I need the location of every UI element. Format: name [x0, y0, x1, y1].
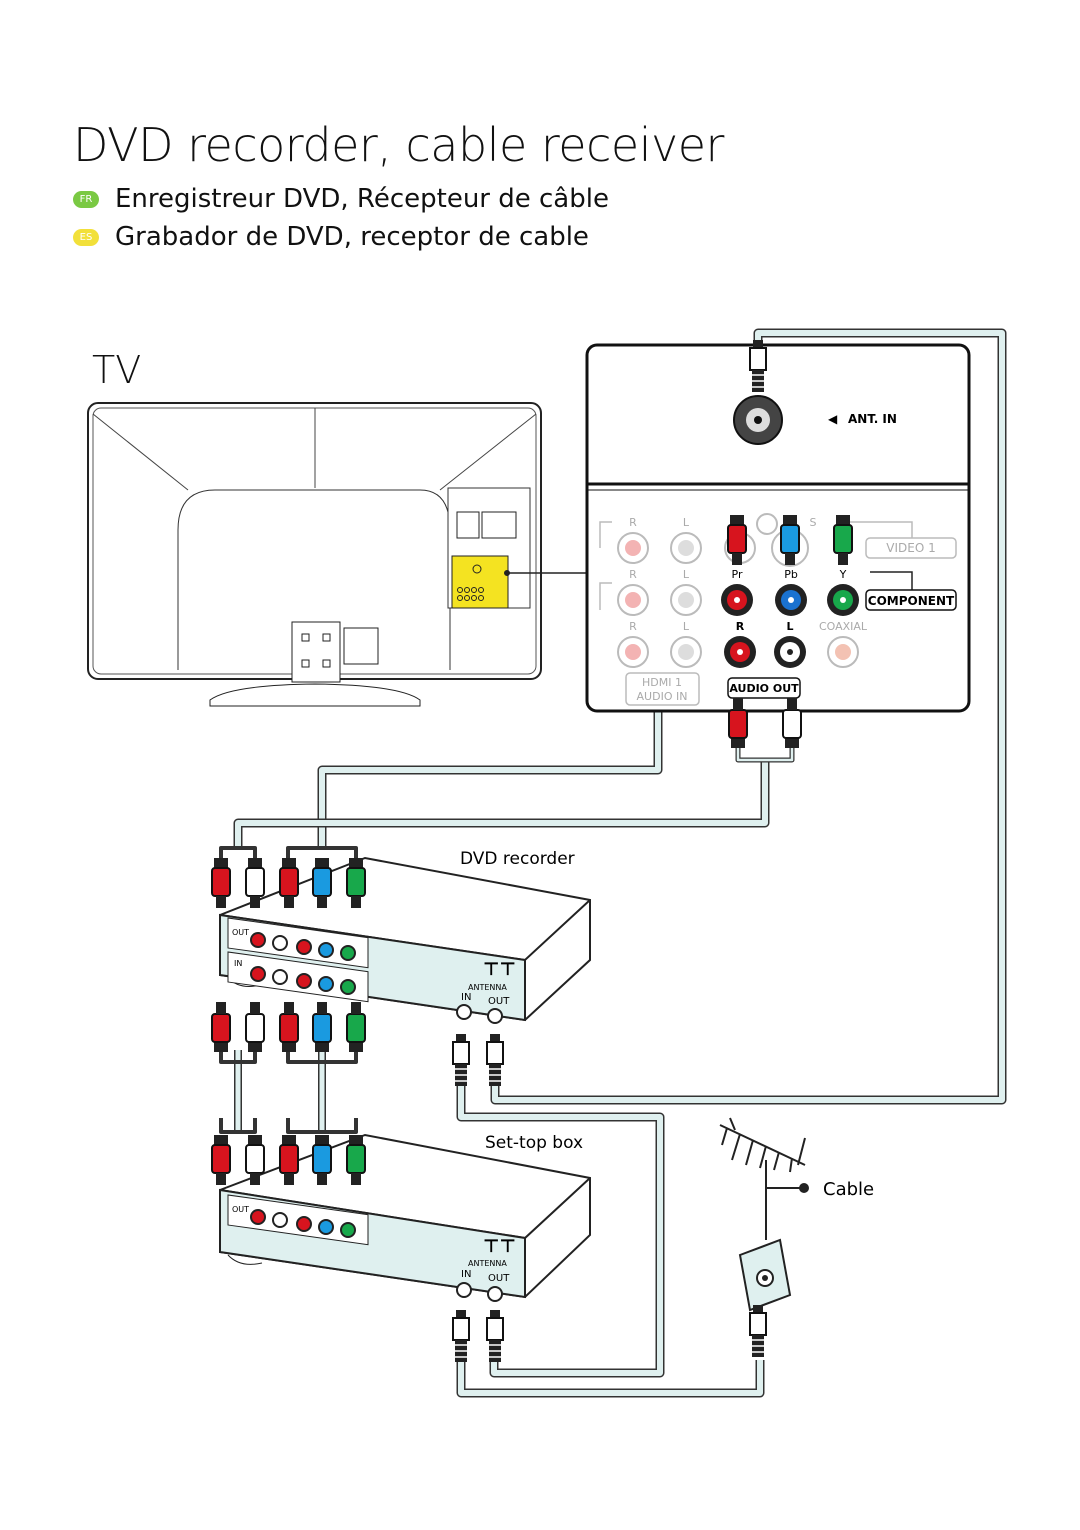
row3-r2-label: R [736, 620, 745, 633]
row3-l2-label: L [786, 620, 793, 633]
dvd-out-label: OUT [232, 928, 249, 937]
tv-label: TV [92, 348, 142, 392]
page-title: DVD recorder, cable receiver [73, 118, 724, 172]
ant-plug [749, 339, 767, 393]
subtitle-es-text: Grabador de DVD, receptor de cable [115, 222, 589, 252]
arrow-left-icon: ◀ [828, 412, 838, 426]
ant-in-jack [733, 395, 783, 445]
settop-ant-out-label: OUT [488, 1273, 510, 1284]
audio-in-label: AUDIO IN [637, 690, 688, 703]
y-label: Y [839, 568, 847, 581]
row2-r-label: R [629, 568, 637, 581]
subtitle-es: ES Grabador de DVD, receptor de cable [73, 222, 589, 252]
component-label: COMPONENT [868, 594, 955, 608]
cable-label: Cable [823, 1179, 874, 1200]
row3-jacks [617, 636, 859, 668]
wall-socket [738, 1238, 792, 1312]
lang-badge-fr: FR [73, 190, 99, 208]
ant-in-label: ANT. IN [848, 412, 897, 426]
settop-box: Set-top box OUT ⊤⊤ ANTENNA IN OUT [219, 1133, 591, 1302]
dvd-coax-plugs [452, 1033, 504, 1087]
hdmi-audio-box [625, 672, 700, 706]
settop-antenna-label: ANTENNA [468, 1259, 507, 1268]
subtitle-fr: FR Enregistreur DVD, Récepteur de câble [73, 184, 609, 214]
settop-out-label: OUT [232, 1205, 249, 1214]
hdmi-label: HDMI 1 [642, 676, 682, 689]
component-badge [865, 589, 957, 611]
row3-r-label: R [629, 620, 637, 633]
lang-badge-es: ES [73, 228, 99, 246]
dvd-antenna-label: ANTENNA [468, 983, 507, 992]
settop-label: Set-top box [485, 1133, 583, 1153]
settop-antenna-logo-icon: ⊤⊤ [483, 1236, 516, 1257]
dvd-bottom-plugs [211, 1001, 366, 1053]
dvd-recorder-label: DVD recorder [460, 849, 575, 869]
antenna-logo-icon: ⊤⊤ [483, 959, 516, 980]
pr-label: Pr [732, 568, 743, 581]
dvd-ant-out-label: OUT [488, 996, 510, 1007]
audio-out-label: AUDIO OUT [729, 682, 799, 695]
subtitle-fr-text: Enregistreur DVD, Récepteur de câble [115, 184, 609, 214]
settop-coax-plugs [452, 1309, 504, 1363]
dvd-recorder: DVD recorder OUT IN ⊤⊤ ANTENNA IN OUT [219, 849, 591, 1024]
settop-jacks [250, 1209, 356, 1238]
video1-badge [865, 537, 957, 559]
row1-l-label: L [683, 516, 690, 529]
row2-jacks [617, 584, 859, 616]
dvd-ant-in-label: IN [461, 992, 471, 1003]
row3-l-label: L [683, 620, 690, 633]
pb-label: Pb [784, 568, 798, 581]
tv-back [87, 402, 586, 707]
audio-out-badge [727, 677, 801, 699]
dvd-jacks [250, 932, 356, 995]
coaxial-label: COAXIAL [819, 620, 868, 633]
cable-dot [799, 1183, 809, 1193]
video1-label: VIDEO 1 [886, 541, 935, 555]
settop-ant-in-label: IN [461, 1269, 471, 1280]
wall-coax-plug [749, 1304, 767, 1358]
antenna-icon [719, 1117, 806, 1240]
tv-connector-panel: ◀ ANT. IN VIDEO 1 COMPONENT R L S R L Pr… [585, 339, 971, 713]
row1-s-label: S [810, 516, 817, 529]
row2-l-label: L [683, 568, 690, 581]
row1-r-label: R [629, 516, 637, 529]
dvd-in-label: IN [234, 959, 242, 968]
